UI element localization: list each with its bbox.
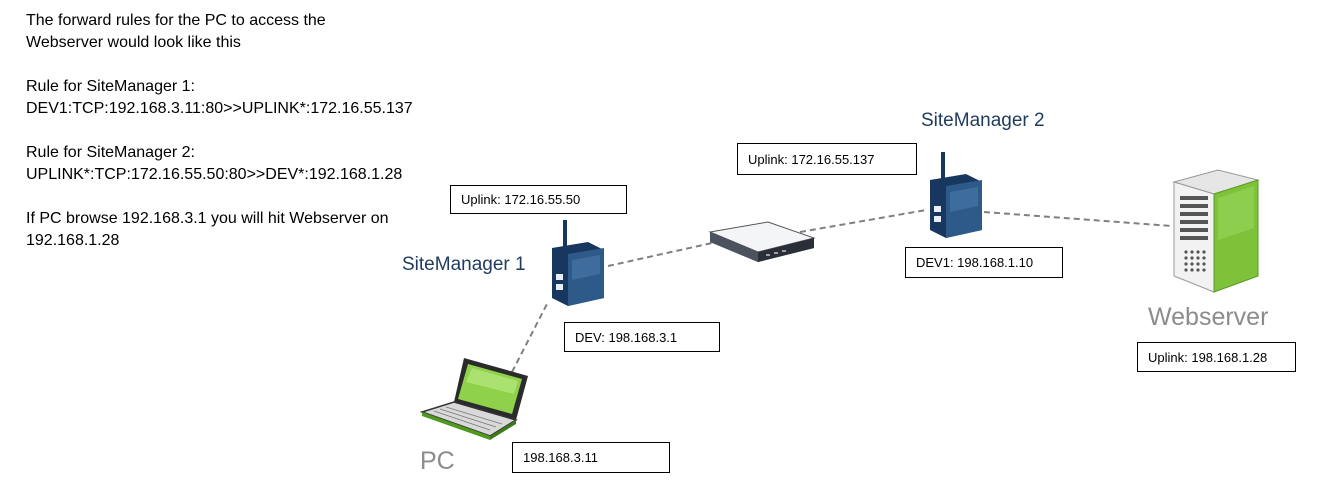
intro-line-1: The forward rules for the PC to access t… xyxy=(26,12,326,29)
link-sm2-webserver xyxy=(983,211,1173,227)
sitemanager1-dev: DEV: 198.168.3.1 xyxy=(575,329,678,345)
link-switch-sm2 xyxy=(799,209,927,233)
sitemanager1-label: SiteManager 1 xyxy=(402,254,526,275)
rule2-title: Rule for SiteManager 2: xyxy=(26,144,195,161)
rule1-text: DEV1:TCP:192.168.3.11:80>>UPLINK*:172.16… xyxy=(26,100,413,117)
sitemanager2-label: SiteManager 2 xyxy=(921,110,1045,131)
sitemanager2-dev-box: DEV1: 198.168.1.10 xyxy=(905,247,1063,278)
sitemanager-icon xyxy=(552,220,604,306)
sitemanager2-dev: DEV1: 198.168.1.10 xyxy=(916,255,1034,270)
laptop-icon xyxy=(420,358,528,440)
rule1-title: Rule for SiteManager 1: xyxy=(26,78,195,95)
result-line-1: If PC browse 192.168.3.1 you will hit We… xyxy=(26,210,389,227)
webserver-label: Webserver xyxy=(1148,303,1269,331)
switch-icon xyxy=(708,221,816,262)
sitemanager2-uplink: Uplink: 172.16.55.137 xyxy=(748,151,875,167)
pc-ip-box: 198.168.3.11 xyxy=(512,442,670,473)
pc-label: PC xyxy=(420,447,455,475)
webserver-uplink: Uplink: 198.168.1.28 xyxy=(1148,349,1268,365)
webserver-uplink-box: Uplink: 198.168.1.28 xyxy=(1137,342,1296,372)
pc-ip: 198.168.3.11 xyxy=(523,450,598,465)
sitemanager1-uplink: Uplink: 172.16.55.50 xyxy=(461,192,581,207)
rule2-text: UPLINK*:TCP:172.16.55.50:80>>DEV*:192.16… xyxy=(26,166,403,183)
rules-notes: The forward rules for the PC to access t… xyxy=(26,10,413,252)
sitemanager1-dev-box: DEV: 198.168.3.1 xyxy=(564,322,720,352)
link-sm1-switch xyxy=(607,242,713,267)
sitemanager-icon xyxy=(930,152,982,238)
server-icon xyxy=(1172,169,1260,293)
sitemanager1-uplink-box: Uplink: 172.16.55.50 xyxy=(450,185,627,214)
intro-line-2: Webserver would look like this xyxy=(26,34,241,51)
sitemanager2-uplink-box: Uplink: 172.16.55.137 xyxy=(737,143,917,175)
result-line-2: 192.168.1.28 xyxy=(26,232,120,249)
link-pc-sm1 xyxy=(511,301,549,373)
